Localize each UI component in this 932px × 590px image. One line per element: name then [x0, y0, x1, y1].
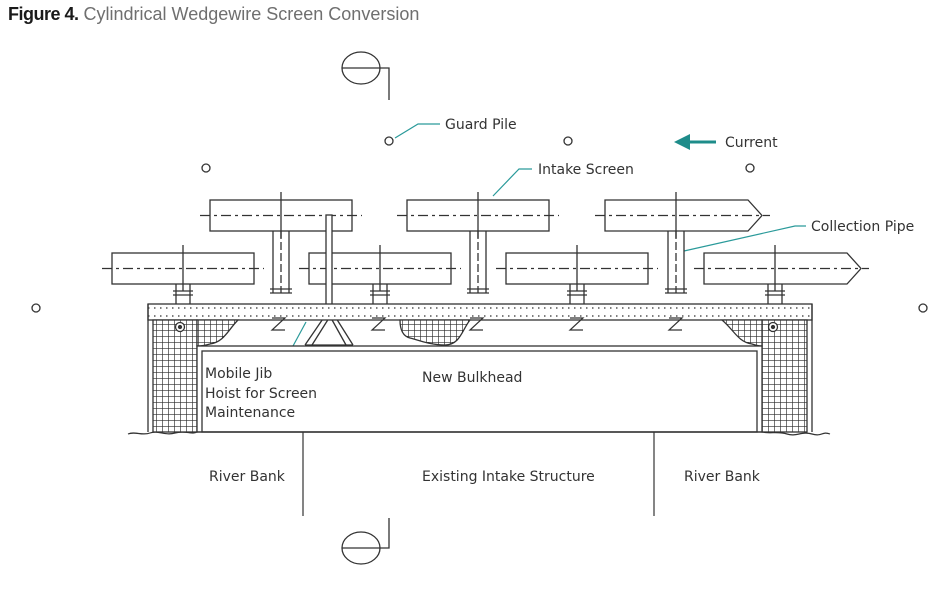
new-bulkhead-label: New Bulkhead [422, 370, 522, 386]
jib-hoist-label-line2: Hoist for Screen [205, 386, 317, 402]
guard-pile [201, 163, 211, 173]
current-arrow-icon [674, 134, 716, 150]
guard-pile [918, 303, 928, 313]
intake-screen-label: Intake Screen [538, 162, 634, 178]
section-marker-bottom [341, 518, 390, 565]
guard-pile [384, 136, 394, 146]
guard-pile [563, 136, 573, 146]
figure-title: Cylindrical Wedgewire Screen Conversion [83, 4, 420, 24]
guard-piles [31, 136, 928, 313]
new-bulkhead [147, 303, 813, 433]
guard-pile [745, 163, 755, 173]
existing-intake-label: Existing Intake Structure [422, 469, 595, 485]
guard-pile-label: Guard Pile [445, 117, 517, 133]
ground-line [127, 431, 831, 516]
leader-lines [279, 123, 806, 371]
river-bank-right-label: River Bank [684, 469, 761, 485]
figure-number: Figure 4. [8, 4, 79, 24]
collection-pipe-label: Collection Pipe [811, 219, 914, 235]
river-bank-left-label: River Bank [209, 469, 286, 485]
jib-hoist-label-line1: Mobile Jib [205, 366, 272, 382]
section-marker-top [341, 51, 390, 100]
screen-brackets [270, 317, 684, 331]
collection-pipes [173, 231, 785, 304]
guard-pile [31, 303, 41, 313]
intake-screens-lower [102, 245, 869, 291]
figure-caption: Figure 4. Cylindrical Wedgewire Screen C… [8, 4, 419, 25]
current-label: Current [725, 135, 778, 151]
jib-hoist-label-line3: Maintenance [205, 405, 295, 421]
